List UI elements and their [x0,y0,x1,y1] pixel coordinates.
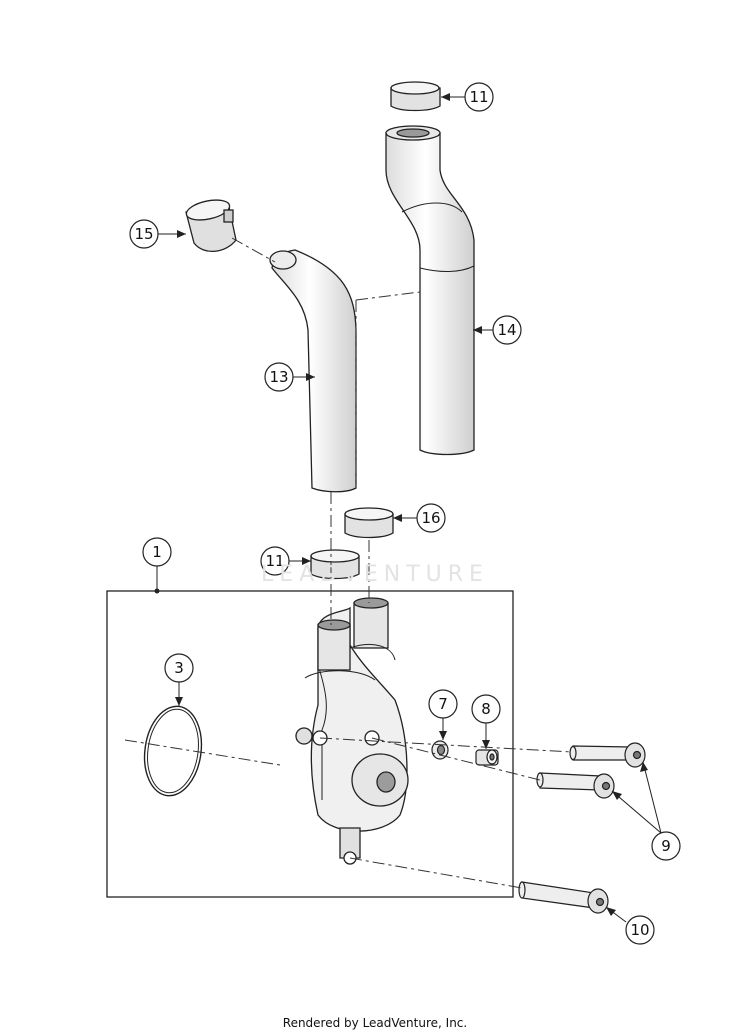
callout-label: 16 [421,509,440,527]
hose-14 [385,125,475,456]
callout-7: 7 [428,689,458,740]
callout-label: 11 [469,88,488,106]
callout-label: 8 [481,700,491,718]
callout-label: 15 [134,225,153,243]
washer-7 [431,740,449,760]
o-ring-3 [143,705,203,797]
callout-10: 10 [605,906,655,945]
footer-credit: Rendered by LeadVenture, Inc. [282,1016,468,1030]
callout-label: 10 [630,921,649,939]
callout-label: 7 [438,695,448,713]
callout-14: 14 [473,315,522,345]
watermark: LEADVENTURE [261,562,489,587]
water-pump-housing [295,597,409,865]
callout-11-lower: 11 [260,546,311,576]
callout-1: 1 [142,537,172,594]
callout-9: 9 [611,761,681,861]
callout-8: 8 [471,694,501,749]
callout-label: 3 [174,659,184,677]
callout-label: 11 [265,552,284,570]
alignment-lines [124,237,573,889]
callout-13: 13 [264,362,315,392]
bolt-9-lower [536,772,615,799]
water-pump-assembly-box [106,590,514,898]
callout-label: 14 [497,321,516,339]
callout-label: 1 [152,543,162,561]
callout-label: 13 [269,368,288,386]
clamp-11-top [390,81,441,112]
bolt-9-upper [569,742,646,768]
clamp-11-lower [310,549,360,580]
bolt-10 [518,881,609,914]
clamp-16 [344,507,394,539]
callout-11-top: 11 [441,82,494,112]
sleeve-8 [475,749,499,766]
callout-15: 15 [129,219,186,249]
callout-label: 9 [661,837,671,855]
callout-3: 3 [164,653,194,706]
clamp-15 [185,199,237,252]
callout-16: 16 [393,503,446,533]
